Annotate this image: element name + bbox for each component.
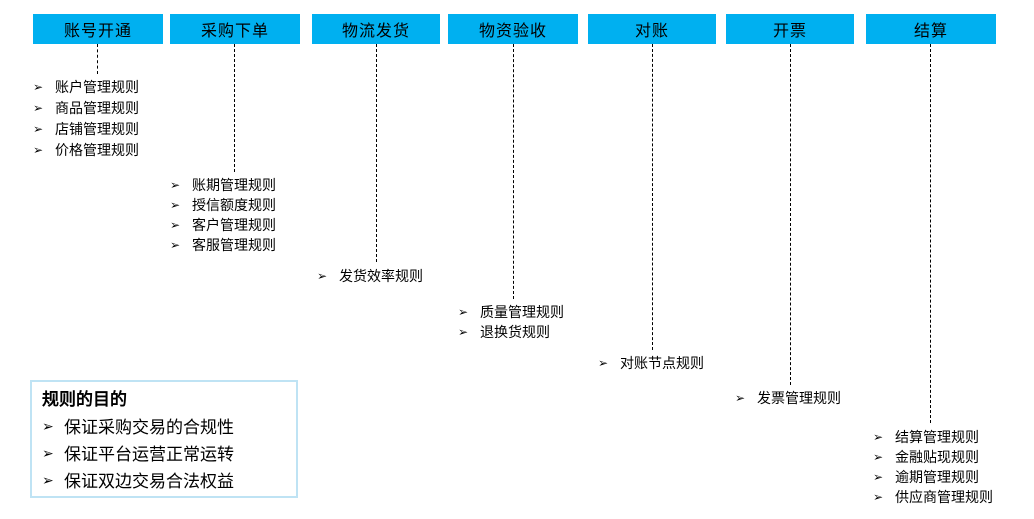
- rule-item: ➢ 发货效率规则: [317, 266, 423, 286]
- arrow-bullet-icon: ➢: [873, 430, 884, 444]
- connector-line-logistics-shipping: [376, 44, 377, 262]
- stage-header-account-opening: 账号开通: [33, 14, 163, 44]
- rule-item: ➢ 价格管理规则: [33, 139, 139, 160]
- rule-label: 账期管理规则: [192, 177, 276, 193]
- connector-line-account-opening: [97, 44, 98, 74]
- purpose-item: ➢ 保证采购交易的合规性: [42, 412, 286, 439]
- rule-label: 授信额度规则: [192, 197, 276, 213]
- rule-item: ➢ 发票管理规则: [735, 388, 841, 408]
- rule-label: 价格管理规则: [55, 141, 139, 158]
- arrow-bullet-icon: ➢: [170, 178, 181, 192]
- rule-item: ➢ 授信额度规则: [170, 195, 276, 215]
- rule-list-purchase-order: ➢ 账期管理规则 ➢ 授信额度规则 ➢ 客户管理规则 ➢ 客服管理规则: [170, 175, 276, 255]
- purpose-label: 保证采购交易的合规性: [64, 418, 234, 437]
- connector-line-goods-acceptance: [513, 44, 514, 299]
- arrow-bullet-icon: ➢: [873, 450, 884, 464]
- stage-header-logistics-shipping: 物流发货: [312, 14, 440, 44]
- arrow-bullet-icon: ➢: [873, 470, 884, 484]
- connector-line-settlement: [930, 44, 931, 423]
- rule-list-goods-acceptance: ➢ 质量管理规则 ➢ 退换货规则: [458, 302, 564, 342]
- rule-label: 客服管理规则: [192, 237, 276, 253]
- rule-label: 结算管理规则: [895, 429, 979, 445]
- rule-item: ➢ 客户管理规则: [170, 215, 276, 235]
- rule-label: 供应商管理规则: [895, 489, 993, 505]
- purpose-label: 保证平台运营正常运转: [64, 445, 234, 464]
- rule-item: ➢ 供应商管理规则: [873, 487, 993, 507]
- rule-label: 对账节点规则: [620, 355, 704, 371]
- rule-item: ➢ 账期管理规则: [170, 175, 276, 195]
- rule-list-reconciliation: ➢ 对账节点规则: [598, 353, 704, 373]
- stage-header-goods-acceptance: 物资验收: [448, 14, 578, 44]
- arrow-bullet-icon: ➢: [33, 79, 44, 94]
- arrow-bullet-icon: ➢: [598, 356, 609, 370]
- arrow-bullet-icon: ➢: [458, 325, 469, 339]
- rule-item: ➢ 退换货规则: [458, 322, 564, 342]
- rule-label: 发货效率规则: [339, 268, 423, 284]
- arrow-bullet-icon: ➢: [458, 305, 469, 319]
- connector-line-reconciliation: [652, 44, 653, 350]
- rule-item: ➢ 商品管理规则: [33, 97, 139, 118]
- purpose-item: ➢ 保证双边交易合法权益: [42, 466, 286, 493]
- purpose-title: 规则的目的: [42, 390, 127, 409]
- rule-label: 账户管理规则: [55, 78, 139, 95]
- rule-list-settlement: ➢ 结算管理规则 ➢ 金融贴现规则 ➢ 逾期管理规则 ➢ 供应商管理规则: [873, 427, 993, 507]
- connector-line-purchase-order: [234, 44, 235, 172]
- stage-header-settlement: 结算: [866, 14, 996, 44]
- rule-label: 店铺管理规则: [55, 120, 139, 137]
- stage-header-invoicing: 开票: [726, 14, 854, 44]
- arrow-bullet-icon: ➢: [170, 198, 181, 212]
- arrow-bullet-icon: ➢: [33, 100, 44, 115]
- arrow-bullet-icon: ➢: [317, 269, 328, 283]
- rule-list-logistics-shipping: ➢ 发货效率规则: [317, 266, 423, 286]
- arrow-bullet-icon: ➢: [735, 391, 746, 405]
- rule-label: 客户管理规则: [192, 217, 276, 233]
- rule-list-account-opening: ➢ 账户管理规则 ➢ 商品管理规则 ➢ 店铺管理规则 ➢ 价格管理规则: [33, 76, 139, 160]
- rule-item: ➢ 质量管理规则: [458, 302, 564, 322]
- purpose-label: 保证双边交易合法权益: [64, 472, 234, 491]
- arrow-bullet-icon: ➢: [170, 218, 181, 232]
- arrow-bullet-icon: ➢: [42, 417, 54, 434]
- rule-item: ➢ 逾期管理规则: [873, 467, 993, 487]
- arrow-bullet-icon: ➢: [873, 490, 884, 504]
- rule-label: 质量管理规则: [480, 304, 564, 320]
- connector-line-invoicing: [790, 44, 791, 385]
- rule-item: ➢ 客服管理规则: [170, 235, 276, 255]
- rule-item: ➢ 对账节点规则: [598, 353, 704, 373]
- purpose-box: 规则的目的 ➢ 保证采购交易的合规性 ➢ 保证平台运营正常运转 ➢ 保证双边交易合法权…: [30, 380, 298, 498]
- arrow-bullet-icon: ➢: [170, 238, 181, 252]
- arrow-bullet-icon: ➢: [33, 121, 44, 136]
- purpose-item: ➢ 保证平台运营正常运转: [42, 439, 286, 466]
- rule-item: ➢ 账户管理规则: [33, 76, 139, 97]
- rule-label: 金融贴现规则: [895, 449, 979, 465]
- arrow-bullet-icon: ➢: [42, 444, 54, 461]
- arrow-bullet-icon: ➢: [42, 471, 54, 488]
- rule-label: 发票管理规则: [757, 390, 841, 406]
- stage-header-purchase-order: 采购下单: [170, 14, 300, 44]
- rule-item: ➢ 店铺管理规则: [33, 118, 139, 139]
- arrow-bullet-icon: ➢: [33, 142, 44, 157]
- rule-label: 商品管理规则: [55, 99, 139, 116]
- rule-item: ➢ 金融贴现规则: [873, 447, 993, 467]
- rule-label: 退换货规则: [480, 324, 550, 340]
- rule-label: 逾期管理规则: [895, 469, 979, 485]
- rule-item: ➢ 结算管理规则: [873, 427, 993, 447]
- rule-list-invoicing: ➢ 发票管理规则: [735, 388, 841, 408]
- stage-header-reconciliation: 对账: [588, 14, 716, 44]
